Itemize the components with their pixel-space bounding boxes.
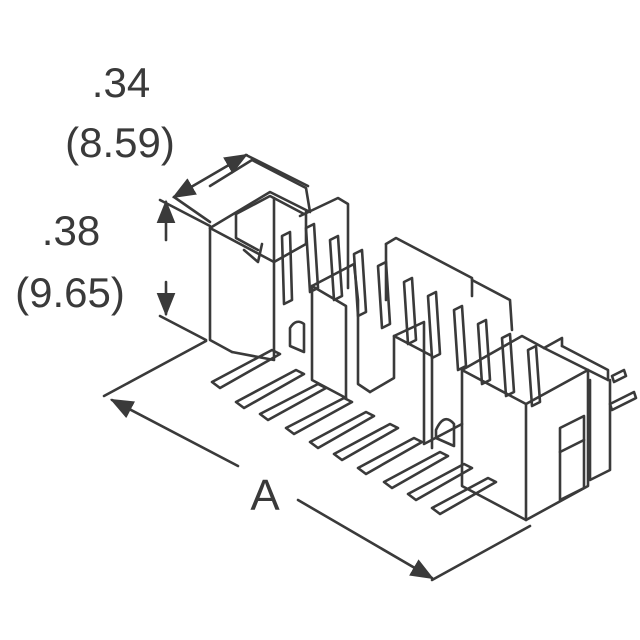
dim-depth-inches: .38 [41, 207, 101, 254]
dim-height-inches: .34 [91, 59, 151, 106]
pins-back-row [280, 222, 542, 408]
dim-length-label: A [250, 471, 280, 520]
housing-left-end [208, 158, 312, 362]
dim-depth-arrow [156, 198, 212, 342]
pins-solder-tails [210, 348, 638, 516]
dim-height-arrow [171, 153, 310, 224]
dim-height-millimeters: (8.59) [65, 119, 175, 166]
dim-length-arrow [102, 339, 532, 582]
dim-depth-millimeters: (9.65) [15, 269, 125, 316]
